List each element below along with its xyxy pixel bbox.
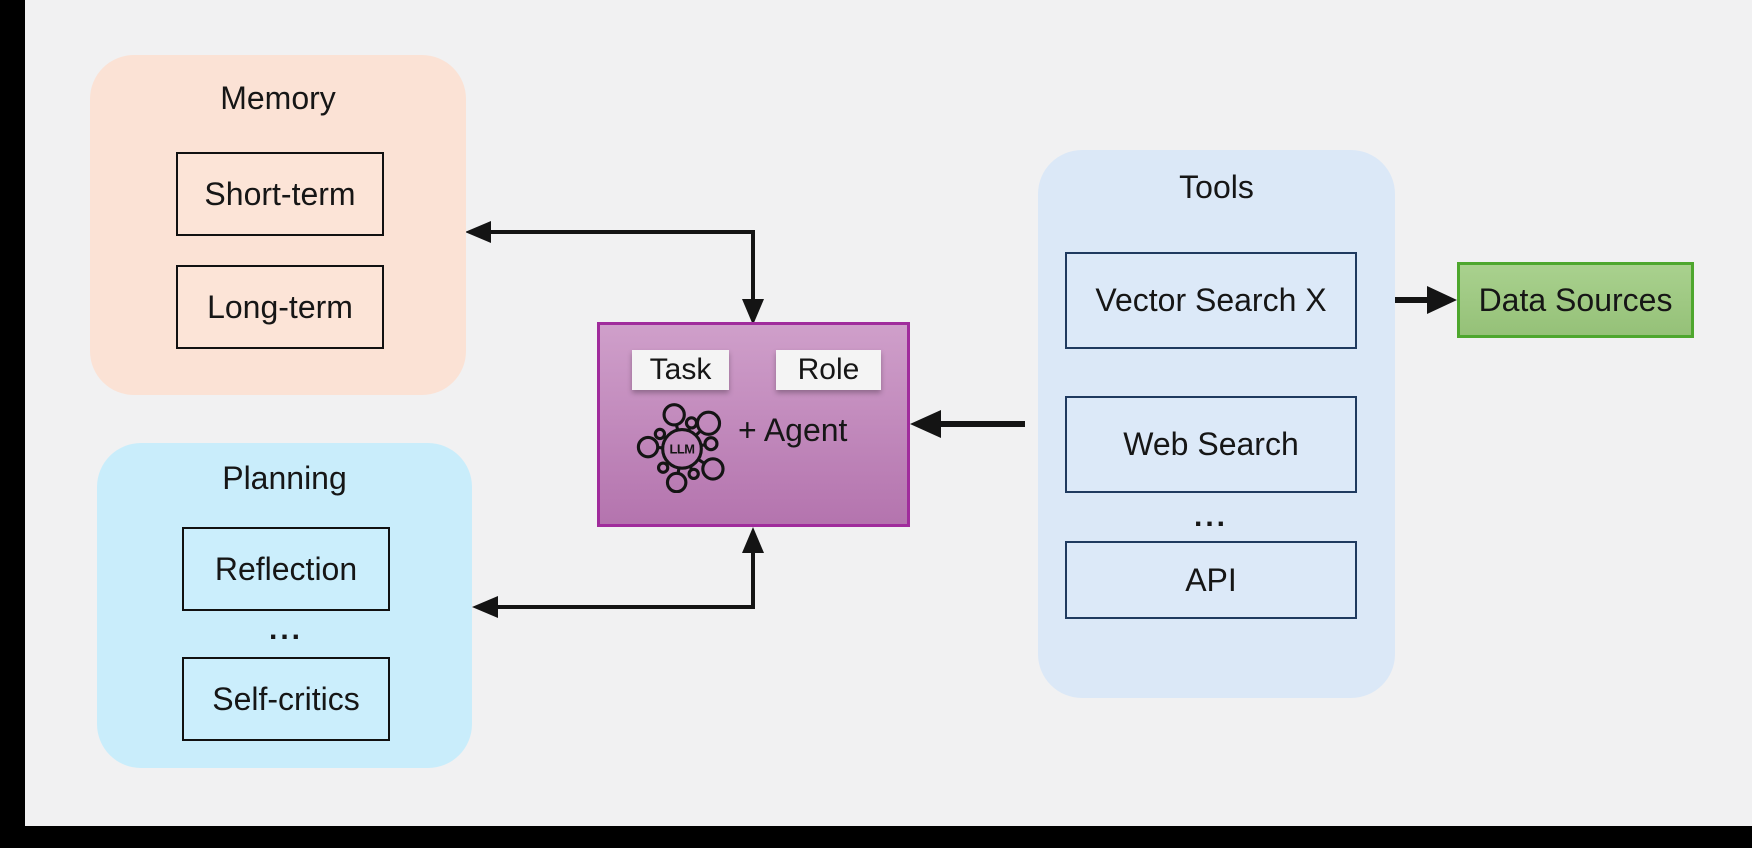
planning-group-title: Planning xyxy=(222,460,347,496)
llm-network-icon: LLM xyxy=(636,403,725,493)
planning-agent-connector xyxy=(472,527,764,618)
agent-label: + Agent xyxy=(738,412,848,448)
bottom-frame-bar xyxy=(0,826,1752,848)
planning-ellipsis: ... xyxy=(268,613,303,646)
vector-search-node: Vector Search X xyxy=(1065,252,1357,349)
reflection-node: Reflection xyxy=(182,527,390,611)
web-search-node: Web Search xyxy=(1065,396,1357,493)
api-node: API xyxy=(1065,541,1357,619)
tools-group-title: Tools xyxy=(1179,169,1254,205)
tools-ellipsis: ... xyxy=(1193,500,1228,533)
long-term-node: Long-term xyxy=(176,265,384,349)
self-critics-node: Self-critics xyxy=(182,657,390,741)
planning-group: Planning Reflection ... Self-critics xyxy=(97,443,472,768)
memory-group: Memory Short-term Long-term xyxy=(90,55,466,395)
task-chip: Task xyxy=(632,350,729,390)
short-term-node: Short-term xyxy=(176,152,384,236)
agent-node: Task Role xyxy=(597,322,910,527)
memory-agent-connector xyxy=(465,221,764,325)
role-chip: Role xyxy=(776,350,881,390)
tools-agent-connector xyxy=(910,410,1025,438)
left-frame-bar xyxy=(0,0,25,826)
llm-icon-label: LLM xyxy=(669,441,694,456)
memory-group-title: Memory xyxy=(220,80,336,116)
tools-group: Tools Vector Search X Web Search ... API xyxy=(1038,150,1395,698)
data-sources-node: Data Sources xyxy=(1457,262,1694,338)
